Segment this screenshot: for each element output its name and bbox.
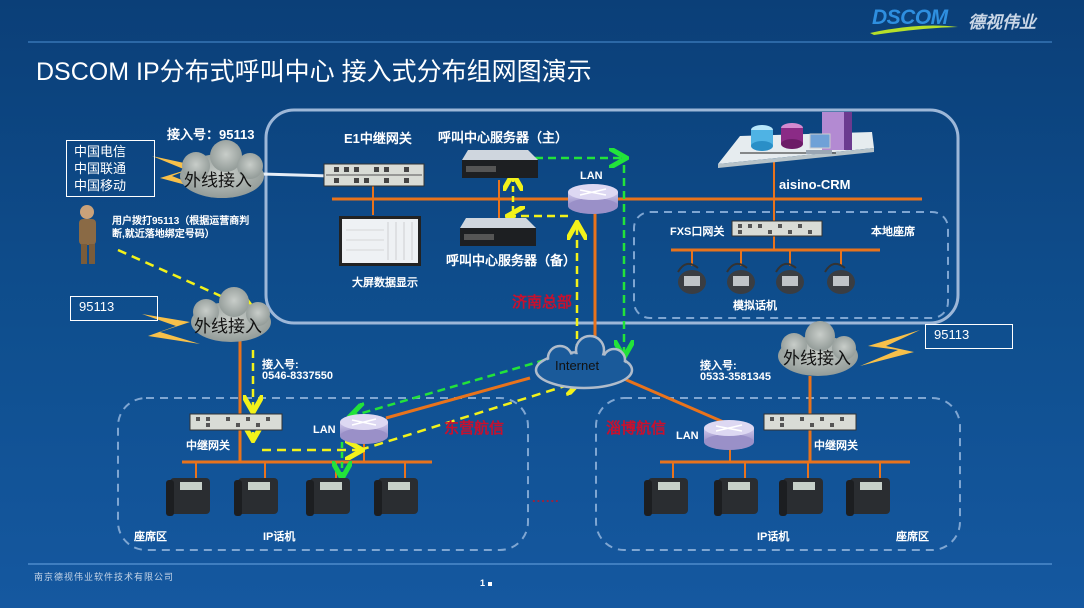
server-main-label: 呼叫中心服务器（主） [438,130,569,145]
dongying-region [117,397,529,551]
e1-gateway-icon [323,163,425,187]
fxs-gateway-label: FXS口网关 [670,226,725,238]
dongying-access-label: 接入号: [262,359,299,371]
analog-phone-icon [677,262,706,294]
ip-phone-icon [644,478,688,516]
trunk-gateway-icon [763,413,857,431]
router-icon [340,414,388,444]
page-number: 1 [480,578,492,588]
e1-gateway-label: E1中继网关 [344,131,412,146]
zibo-gateway-label: 中继网关 [814,440,858,452]
dongying-external-access: 外线接入 [194,317,262,336]
ellipsis: ...... [532,490,560,505]
carrier-telecom: 中国电信 [74,144,127,159]
footer-company: 南京德视伟业软件技术有限公司 [34,572,175,582]
ip-phone-icon [374,478,418,516]
trunk-gateway-icon [189,413,283,431]
ip-phone-icon [166,478,210,516]
big-screen-label: 大屏数据显示 [352,277,418,289]
server-main-icon [462,150,538,178]
user-note: 用户拨打95113（根据运营商判断,就近落地绑定号码） [112,216,250,240]
user-caller-icon [79,205,96,264]
zibo-number-box: 95113 [925,324,1013,349]
ip-phone-icon [779,478,823,516]
zibo-ip-phones: IP话机 [757,531,790,543]
ip-phone-icon [234,478,278,516]
zibo-access-number: 0533-3581345 [700,371,771,383]
dongying-ip-phones: IP话机 [263,531,296,543]
ip-phone-icon [714,478,758,516]
hq-lan-label: LAN [580,170,603,182]
internet-label: Internet [555,358,600,373]
zibo-lan-label: LAN [676,430,699,442]
hq-access-number: 接入号：95113 [167,127,255,142]
lightning-icon [152,156,212,192]
dongying-access-number: 0546-8337550 [262,370,333,382]
lightning-icon [142,314,200,344]
analog-phone-icon [775,262,804,294]
crm-system-icon [718,112,874,168]
lightning-icon [860,330,920,366]
page-title: DSCOM IP分布式呼叫中心 接入式分布组网图演示 [36,58,592,86]
zibo-seat-area: 座席区 [896,531,929,543]
big-screen-icon [339,216,421,266]
ip-phone-icon [306,478,350,516]
router-icon [568,184,618,214]
logo-cn: 德视伟业 [968,13,1036,32]
analog-phone-icon [824,262,855,294]
logo-swoosh-icon [870,25,958,35]
local-seats-label: 本地座席 [871,226,915,238]
dongying-seat-area: 座席区 [134,531,167,543]
carrier-list: 中国电信 中国联通 中国移动 [66,140,155,197]
page-number-text: 1 [480,578,486,588]
zibo-access-label: 接入号: [700,360,737,372]
ip-phone-icon [846,478,890,516]
zibo-region-name: 淄博航信 [606,421,667,437]
logo-brand: DSCOM [872,6,948,29]
dongying-region-name: 东营航信 [444,421,505,437]
zibo-external-access: 外线接入 [783,349,851,368]
dongying-lan-label: LAN [313,424,336,436]
carrier-mobile: 中国移动 [74,178,127,193]
router-icon [704,420,754,450]
dongying-number-box: 95113 [70,296,158,321]
dongying-gateway-label: 中继网关 [186,440,230,452]
server-backup-icon [460,218,536,246]
internet-cloud-icon [534,334,634,390]
cloud-icon [778,321,858,376]
server-backup-label: 呼叫中心服务器（备） [446,253,577,268]
analog-phones-label: 模拟话机 [733,300,777,312]
fxs-gateway-icon [731,220,823,237]
hq-region [264,108,960,325]
hq-region-name: 济南总部 [512,295,573,311]
crm-label: aisino-CRM [779,177,851,192]
analog-phone-icon [726,262,755,294]
cloud-icon [180,140,264,198]
local-seat-region [633,211,949,319]
hq-external-access: 外线接入 [184,171,252,190]
carrier-unicom: 中国联通 [74,161,127,176]
cloud-icon [191,287,271,342]
zibo-region [595,397,961,551]
